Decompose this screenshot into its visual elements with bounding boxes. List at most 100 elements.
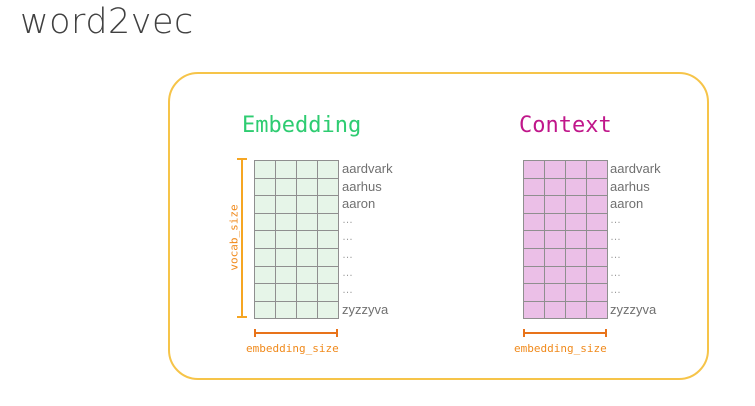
context-cell xyxy=(524,196,545,214)
embedding-cell xyxy=(297,178,318,197)
embedding-cell xyxy=(255,301,276,320)
context-cell xyxy=(545,266,566,285)
embedding-cell xyxy=(318,213,339,232)
embedding-matrix xyxy=(254,160,339,320)
embedding-cell xyxy=(255,178,276,197)
context-row-label: … xyxy=(610,284,621,297)
embedding-cell xyxy=(297,266,318,285)
embedding-cell xyxy=(255,231,276,249)
embedding-cell xyxy=(297,284,318,302)
context-cell xyxy=(587,213,608,232)
embedding-row-label: aarhus xyxy=(342,178,382,194)
context-cell xyxy=(545,301,566,320)
embedding-cell xyxy=(255,284,276,302)
context-cell xyxy=(545,178,566,197)
slide-title: word2vec xyxy=(20,2,194,42)
embedding-row-label: zyzzyva xyxy=(342,301,389,317)
context-cell xyxy=(587,266,608,285)
embedding-cell xyxy=(297,213,318,232)
embedding-row-label: … xyxy=(342,266,353,279)
embedding-cell xyxy=(255,196,276,214)
context-row-label: aarhus xyxy=(610,178,650,194)
embedding-row-label: aardvark xyxy=(342,161,393,176)
context-cell xyxy=(545,196,566,214)
embedding-cell xyxy=(318,248,339,267)
context-cell xyxy=(545,231,566,249)
context-cell xyxy=(524,248,545,267)
embedding-cell xyxy=(318,231,339,249)
embedding-row-label: … xyxy=(342,248,353,261)
embedding-row-label: aaron xyxy=(342,196,376,212)
context-cell xyxy=(524,161,545,179)
context-cell xyxy=(566,196,587,214)
context-row-label: … xyxy=(610,231,621,244)
embedding-cell xyxy=(255,266,276,285)
embedding-title: Embedding xyxy=(242,113,362,138)
context-cell xyxy=(524,301,545,320)
context-cell xyxy=(566,301,587,320)
context-cell xyxy=(587,248,608,267)
embedding-cell xyxy=(276,284,297,302)
context-cell xyxy=(545,213,566,232)
embedding-cell xyxy=(297,248,318,267)
embedding-size-axis xyxy=(254,329,338,337)
context-embedding-size-axis xyxy=(523,329,607,337)
embedding-cell xyxy=(297,196,318,214)
embedding-cell xyxy=(297,301,318,320)
context-row-label: aaron xyxy=(610,196,644,212)
context-cell xyxy=(587,178,608,197)
embedding-cell xyxy=(318,284,339,302)
embedding-cell xyxy=(255,248,276,267)
context-cell xyxy=(545,161,566,179)
context-cell xyxy=(566,161,587,179)
embedding-cell xyxy=(276,266,297,285)
context-cell xyxy=(566,231,587,249)
context-row-label: zyzzyva xyxy=(610,301,657,317)
context-cell xyxy=(524,231,545,249)
context-embedding-size-label: embedding_size xyxy=(514,342,607,355)
context-cell xyxy=(524,266,545,285)
context-cell xyxy=(545,248,566,267)
embedding-row-label: … xyxy=(342,284,353,297)
context-matrix xyxy=(523,160,608,320)
context-row-label: aardvark xyxy=(610,161,661,176)
context-cell xyxy=(524,178,545,197)
context-row-label: … xyxy=(610,266,621,279)
embedding-cell xyxy=(276,196,297,214)
embedding-row-label: … xyxy=(342,231,353,244)
embedding-cell xyxy=(318,266,339,285)
embedding-cell xyxy=(318,161,339,179)
context-row-label: … xyxy=(610,248,621,261)
embedding-cell xyxy=(276,161,297,179)
embedding-cell xyxy=(255,161,276,179)
context-cell xyxy=(587,161,608,179)
context-cell xyxy=(587,284,608,302)
vocab-size-axis xyxy=(237,158,247,318)
context-cell xyxy=(566,213,587,232)
embedding-row-label: … xyxy=(342,213,353,226)
embedding-size-label: embedding_size xyxy=(246,342,339,355)
embedding-cell xyxy=(318,178,339,197)
embedding-cell xyxy=(276,248,297,267)
context-cell xyxy=(587,301,608,320)
context-cell xyxy=(566,178,587,197)
context-cell xyxy=(566,266,587,285)
embedding-cell xyxy=(297,231,318,249)
context-cell xyxy=(587,231,608,249)
context-row-label: … xyxy=(610,213,621,226)
embedding-cell xyxy=(276,301,297,320)
context-cell xyxy=(566,284,587,302)
context-cell xyxy=(566,248,587,267)
context-cell xyxy=(524,213,545,232)
context-cell xyxy=(587,196,608,214)
embedding-cell xyxy=(318,196,339,214)
context-cell xyxy=(524,284,545,302)
context-cell xyxy=(545,284,566,302)
embedding-cell xyxy=(318,301,339,320)
embedding-cell xyxy=(297,161,318,179)
context-title: Context xyxy=(519,113,612,138)
vocab-size-label: vocab_size xyxy=(227,204,241,271)
embedding-cell xyxy=(255,213,276,232)
